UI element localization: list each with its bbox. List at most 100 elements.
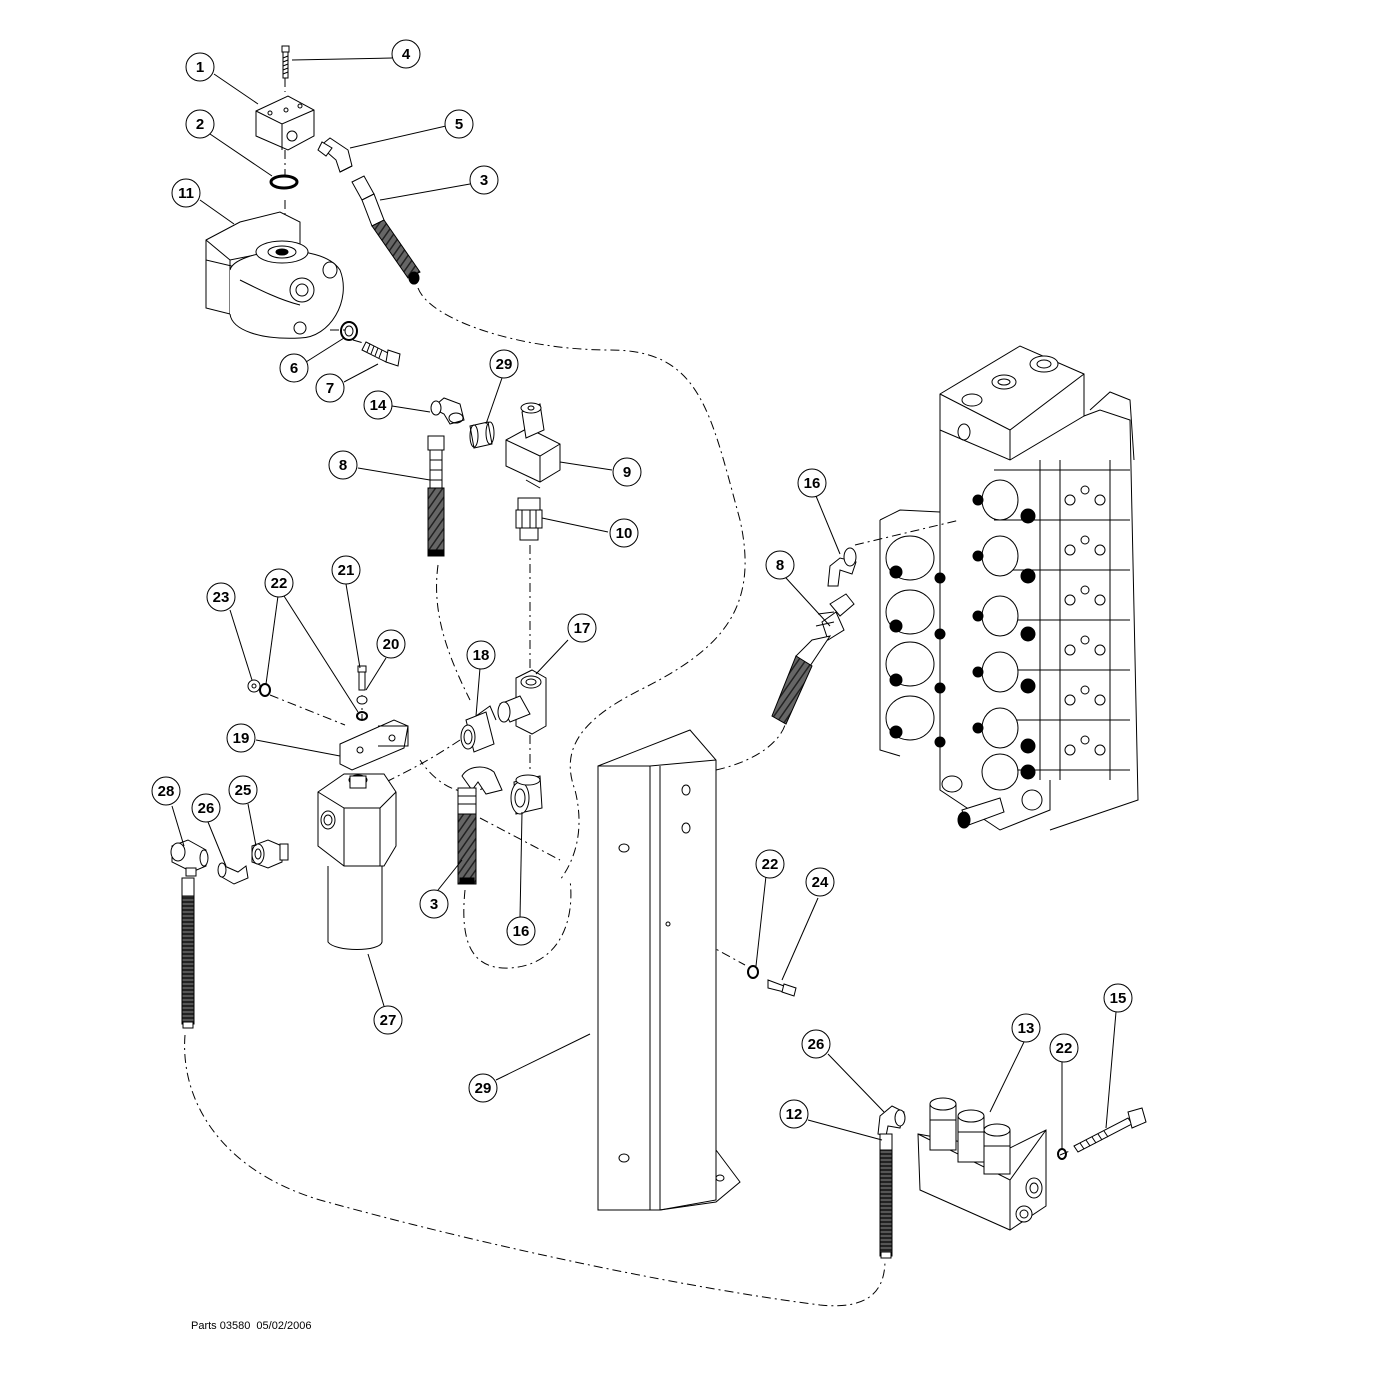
part-3-hose-lower xyxy=(457,766,503,885)
callout-10: 10 xyxy=(609,518,639,548)
part-23-nut xyxy=(247,679,261,693)
part-17-tee xyxy=(497,669,547,735)
callout-22: 22 xyxy=(755,849,785,879)
svg-text:17: 17 xyxy=(574,620,591,637)
svg-text:26: 26 xyxy=(808,1036,825,1053)
callout-2: 2 xyxy=(185,109,215,139)
part-22-washer-right xyxy=(1057,1148,1067,1160)
callout-13: 13 xyxy=(1011,1013,1041,1043)
svg-text:8: 8 xyxy=(776,557,784,574)
part-18-elbow xyxy=(460,705,497,753)
svg-text:7: 7 xyxy=(326,380,334,397)
svg-text:22: 22 xyxy=(762,856,779,873)
callout-11: 11 xyxy=(171,178,201,208)
callout-17: 17 xyxy=(567,613,597,643)
callout-22: 22 xyxy=(264,568,294,598)
part-21-screw xyxy=(357,665,367,691)
callout-25: 25 xyxy=(228,775,258,805)
callout-29: 29 xyxy=(489,349,519,379)
svg-text:26: 26 xyxy=(198,800,215,817)
callout-28: 28 xyxy=(151,776,181,806)
part-14-elbow xyxy=(430,397,465,425)
svg-text:3: 3 xyxy=(430,896,438,913)
callout-16: 16 xyxy=(797,468,827,498)
svg-text:11: 11 xyxy=(178,185,194,202)
svg-text:19: 19 xyxy=(233,730,250,747)
hose-left-vertical xyxy=(181,877,195,1029)
callout-22: 22 xyxy=(1049,1033,1079,1063)
part-15-long-bolt xyxy=(1073,1107,1147,1153)
callout-8: 8 xyxy=(765,550,795,580)
svg-text:29: 29 xyxy=(496,356,513,373)
part-29-column xyxy=(597,729,741,1211)
svg-text:22: 22 xyxy=(271,575,288,592)
callout-26: 26 xyxy=(191,793,221,823)
callout-9: 9 xyxy=(612,457,642,487)
part-12-hose xyxy=(879,1133,893,1259)
svg-text:6: 6 xyxy=(290,360,298,377)
callout-19: 19 xyxy=(226,723,256,753)
part-26-elbow-left xyxy=(217,862,249,885)
svg-text:25: 25 xyxy=(235,782,252,799)
callout-6: 6 xyxy=(279,353,309,383)
callout-16: 16 xyxy=(506,916,536,946)
part-26-elbow-right xyxy=(877,1105,906,1137)
main-control-valve xyxy=(879,345,1139,831)
part-8-hose-right xyxy=(771,593,855,725)
part-11-pump xyxy=(205,211,344,339)
svg-text:9: 9 xyxy=(623,464,631,481)
svg-text:15: 15 xyxy=(1110,990,1127,1007)
svg-text:13: 13 xyxy=(1018,1020,1035,1037)
svg-text:8: 8 xyxy=(339,457,347,474)
part-1-manifold-block xyxy=(255,95,315,151)
part-7-adapter xyxy=(361,341,401,367)
part-22-washer-upper xyxy=(356,711,368,721)
svg-text:12: 12 xyxy=(786,1106,803,1123)
part-20-washer xyxy=(356,695,368,705)
svg-text:22: 22 xyxy=(1056,1040,1073,1057)
part-10-adapter xyxy=(515,497,543,541)
part-22-washer-left xyxy=(259,683,271,697)
svg-text:23: 23 xyxy=(213,589,230,606)
part-19-bracket xyxy=(339,719,409,771)
part-25-adapter xyxy=(251,839,289,869)
callout-labels: 1 2 3 4 5 11 6 7 29 14 8 9 10 16 8 23 22… xyxy=(151,39,1133,1129)
svg-text:10: 10 xyxy=(616,525,633,542)
svg-text:20: 20 xyxy=(383,636,400,653)
part-3-hose-upper xyxy=(351,175,421,285)
part-22-washer-mid xyxy=(747,965,759,979)
callout-18: 18 xyxy=(466,640,496,670)
svg-text:5: 5 xyxy=(455,116,463,133)
callout-21: 21 xyxy=(331,555,361,585)
callout-7: 7 xyxy=(315,373,345,403)
svg-text:24: 24 xyxy=(812,874,829,891)
part-29-fitting xyxy=(469,421,495,449)
footer-part-reference: Parts 03580 05/02/2006 xyxy=(191,1320,312,1332)
svg-text:2: 2 xyxy=(196,116,204,133)
callout-12: 12 xyxy=(779,1099,809,1129)
part-2-o-ring xyxy=(269,174,299,190)
part-9-relief-valve xyxy=(505,402,561,489)
svg-text:27: 27 xyxy=(380,1012,397,1029)
svg-text:21: 21 xyxy=(338,562,355,579)
svg-text:1: 1 xyxy=(196,59,204,76)
callout-3: 3 xyxy=(469,165,499,195)
svg-text:29: 29 xyxy=(475,1080,492,1097)
callout-4: 4 xyxy=(391,39,421,69)
callout-8: 8 xyxy=(328,450,358,480)
part-28-tee xyxy=(170,839,209,877)
svg-text:16: 16 xyxy=(513,923,530,940)
leader-lines xyxy=(171,57,1117,1148)
part-27-filter xyxy=(317,773,397,950)
part-5-elbow-fitting xyxy=(317,137,353,173)
callout-14: 14 xyxy=(363,390,393,420)
part-16-elbow-upper xyxy=(827,547,857,587)
svg-text:14: 14 xyxy=(370,397,387,414)
callout-20: 20 xyxy=(376,629,406,659)
callout-5: 5 xyxy=(444,109,474,139)
svg-text:18: 18 xyxy=(473,647,490,664)
part-8-hose-left xyxy=(427,435,445,557)
callout-27: 27 xyxy=(373,1005,403,1035)
callout-15: 15 xyxy=(1103,983,1133,1013)
